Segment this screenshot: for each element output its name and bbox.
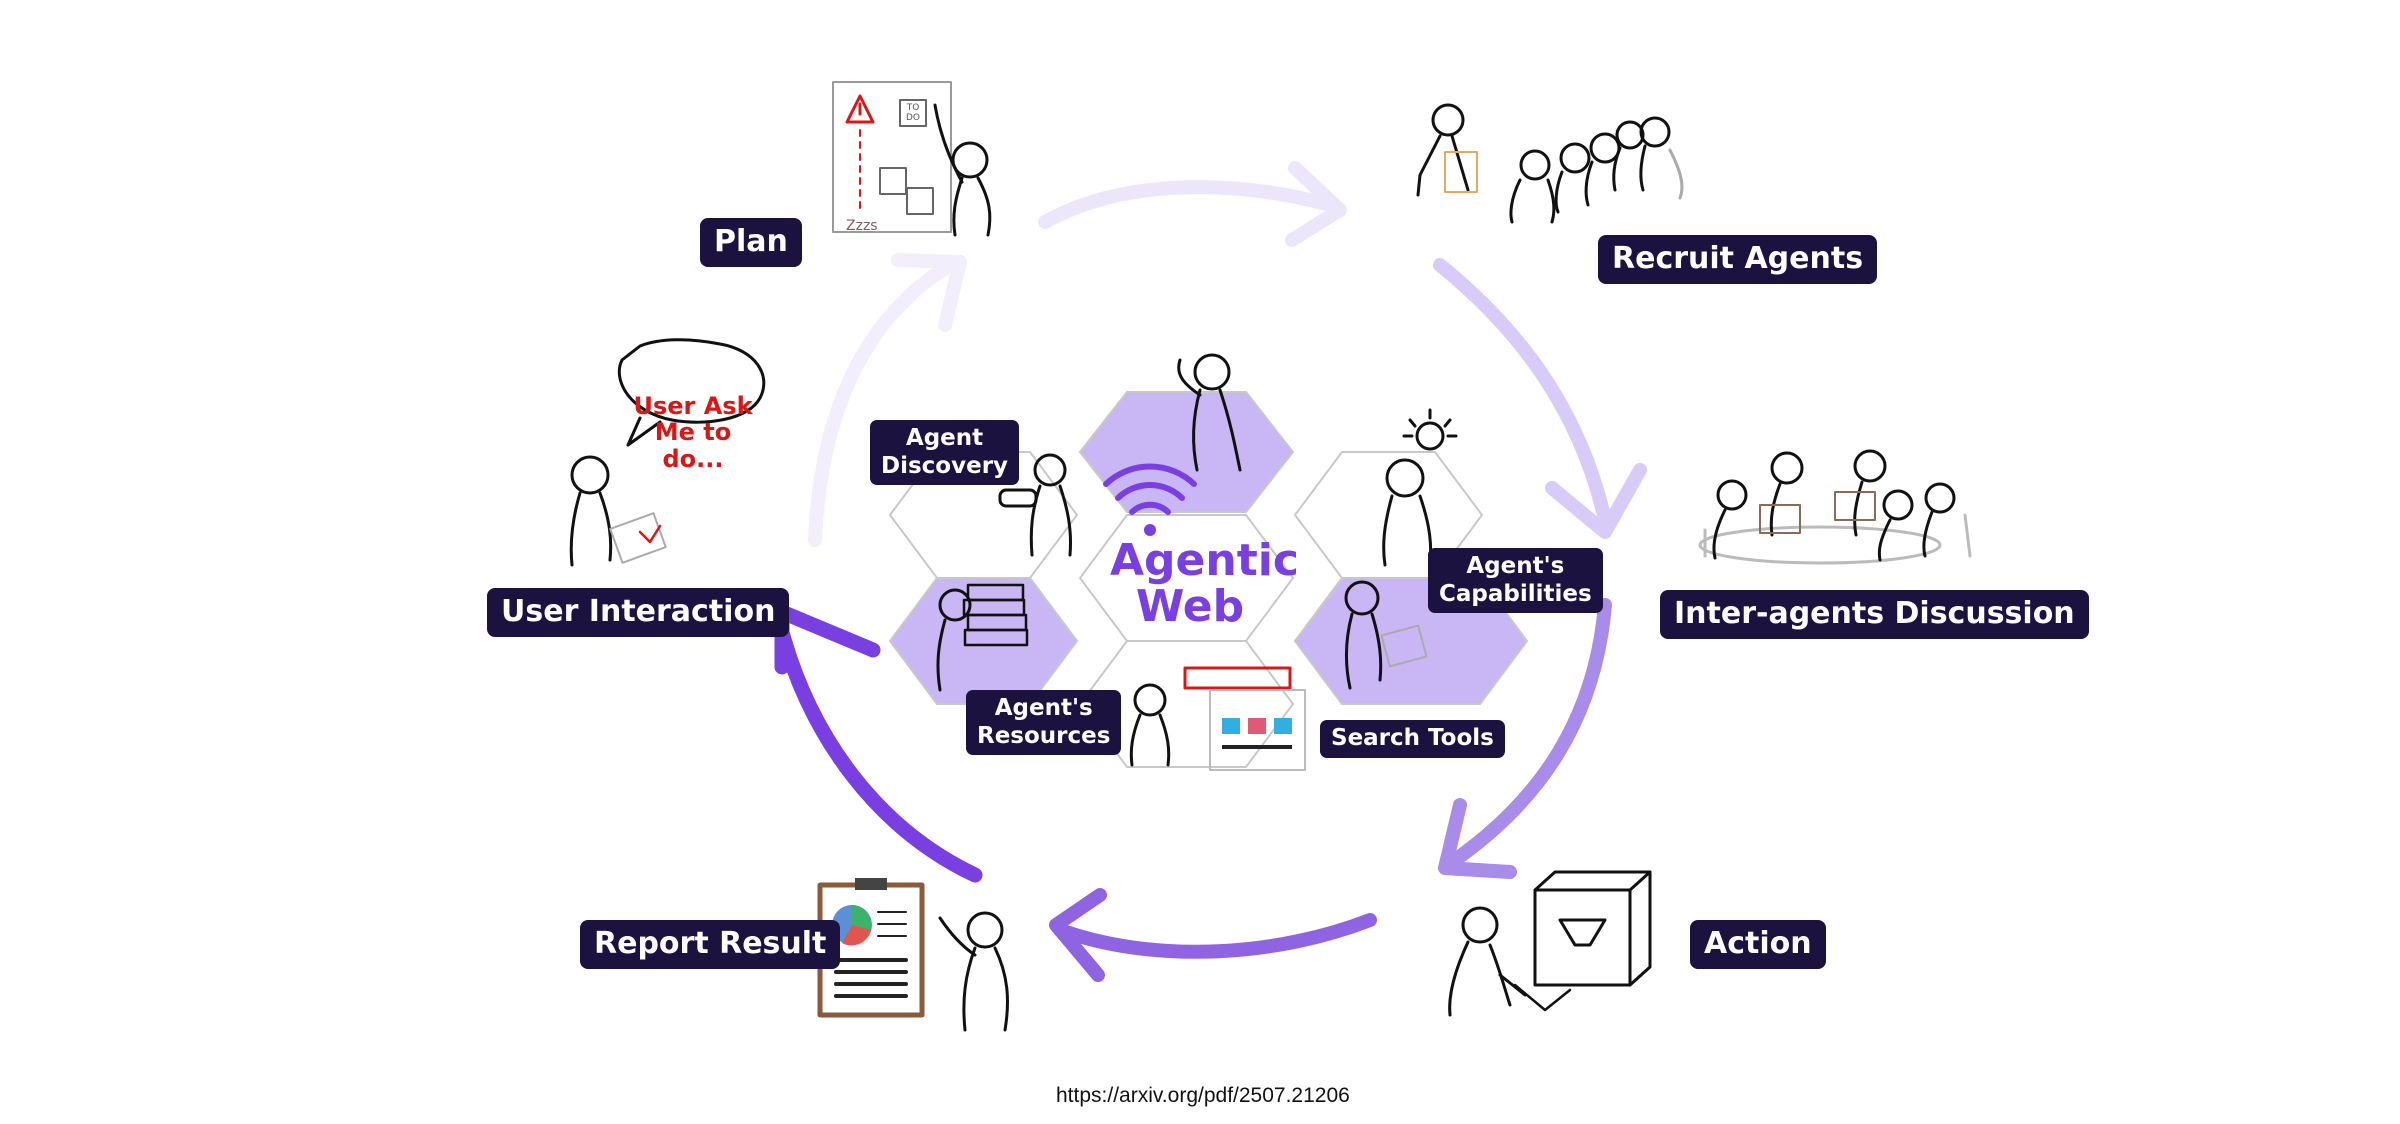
arrow-plan-to-recruit — [1038, 180, 1337, 229]
report-illustration — [817, 878, 1010, 1032]
agentic-web-title: Agentic Web — [1110, 535, 1299, 633]
hex-resources — [888, 577, 1079, 705]
agent-discovery-label: Agent Discovery — [870, 420, 1020, 486]
arrow-plan-to-recruit-head — [1285, 161, 1347, 247]
sleep-marks: Zzzs — [846, 218, 878, 234]
search-tools-label: Search Tools — [1320, 720, 1505, 758]
stage-report-label: Report Result — [580, 920, 841, 969]
stage-discussion-label: Inter-agents Discussion — [1660, 590, 2089, 639]
stage-plan-label: Plan — [700, 218, 802, 267]
agentic-web-title-line-2: Web — [1135, 581, 1245, 633]
arrow-discussion-to-action — [1448, 598, 1612, 867]
arrow-user-to-plan-head — [891, 253, 967, 332]
agentic-web-title-line-1: Agentic — [1110, 535, 1299, 586]
hex-figures — [936, 353, 1458, 771]
arrow-action-to-report-head — [1049, 888, 1107, 982]
agent-capabilities-line-1: Agent's — [1466, 553, 1565, 579]
arrow-action-to-report — [1053, 913, 1377, 959]
source-url: https://arxiv.org/pdf/2507.21206 — [1056, 1084, 1350, 1107]
speech-bubble-text: User Ask Me to do... — [628, 393, 758, 472]
stage-user-label: User Interaction — [487, 588, 790, 637]
agent-resources-line-1: Agent's — [994, 695, 1093, 721]
user-illustration — [569, 338, 766, 567]
arrow-user-to-plan — [808, 258, 957, 547]
todo-note-text: TO DO — [905, 103, 920, 123]
arrow-recruit-to-discussion — [1433, 258, 1612, 527]
speech-line-1: User Ask — [633, 392, 753, 420]
action-illustration — [1448, 870, 1652, 1017]
arrow-discussion-to-action-head — [1438, 798, 1517, 879]
stage-action-label: Action — [1690, 920, 1826, 969]
speech-line-2: Me to do... — [654, 418, 732, 473]
stage-recruit-label: Recruit Agents — [1598, 235, 1878, 284]
discussion-illustration — [1698, 449, 1972, 565]
agent-resources-label: Agent's Resources — [966, 690, 1122, 756]
agent-discovery-line-1: Agent — [905, 425, 984, 451]
agent-discovery-line-2: Discovery — [881, 452, 1009, 479]
agent-resources-line-2: Resources — [977, 722, 1111, 749]
arrow-report-to-user — [772, 617, 983, 883]
agent-capabilities-line-2: Capabilities — [1439, 580, 1592, 607]
arrow-recruit-to-discussion-head — [1545, 463, 1647, 539]
recruit-illustration — [1416, 103, 1684, 224]
hex-top — [1078, 391, 1295, 513]
agent-capabilities-label: Agent's Capabilities — [1428, 548, 1603, 614]
wifi-icon — [1103, 463, 1197, 536]
plan-illustration — [832, 81, 992, 237]
